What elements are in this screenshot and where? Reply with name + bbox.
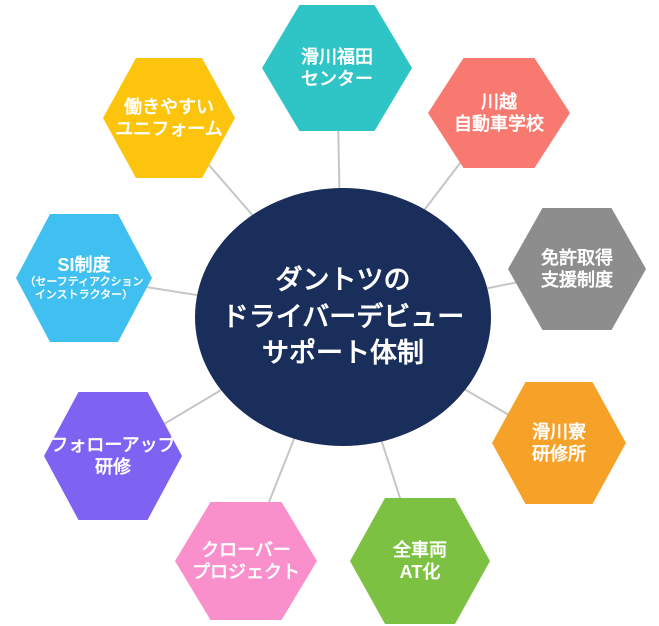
hex-label-line: 川越 bbox=[481, 91, 517, 112]
hex-label-line: SI制度 bbox=[57, 254, 111, 275]
hex-label-line: 働きやすい bbox=[124, 96, 214, 117]
hex-label-line: 滑川寮 bbox=[532, 421, 586, 442]
hex-label-line: 全車両 bbox=[393, 539, 447, 560]
hex-label-line: 滑川福田 bbox=[301, 46, 373, 67]
hex-label-line: フォローアップ bbox=[50, 434, 176, 455]
hex-clover-project: クローバー プロジェクト bbox=[175, 502, 317, 620]
center-title-line3: サポート体制 bbox=[262, 338, 424, 369]
hex-followup-training: フォローアップ 研修 bbox=[44, 392, 182, 520]
center-title-ellipse: ダントツの ドライバーデビュー サポート体制 bbox=[195, 188, 491, 446]
hex-label-line: ユニフォーム bbox=[115, 119, 223, 139]
hex-label-line: センター bbox=[301, 69, 373, 89]
hex-all-vehicles-at: 全車両 AT化 bbox=[350, 498, 490, 624]
hex-label-line: 研修 bbox=[95, 457, 131, 477]
hex-label-line: 研修所 bbox=[532, 444, 586, 464]
hex-namerikawa-fukuda-center: 滑川福田 センター bbox=[262, 5, 412, 131]
center-title-line1: ダントツの bbox=[275, 265, 411, 296]
hex-label-line: 免許取得 bbox=[541, 247, 613, 268]
hex-label-line: 支援制度 bbox=[541, 270, 613, 290]
hex-label-line: クローバー bbox=[201, 539, 291, 560]
center-title-line2: ドライバーデビュー bbox=[221, 301, 465, 332]
hex-label-subline: （セーフティアクション bbox=[24, 276, 144, 289]
hex-label-line: AT化 bbox=[399, 562, 441, 582]
hex-label-subline: インストラクター） bbox=[34, 289, 134, 302]
hex-label-line: プロジェクト bbox=[192, 562, 300, 582]
hex-comfortable-uniform: 働きやすい ユニフォーム bbox=[103, 58, 235, 178]
hex-label-line: 自動車学校 bbox=[454, 114, 544, 134]
